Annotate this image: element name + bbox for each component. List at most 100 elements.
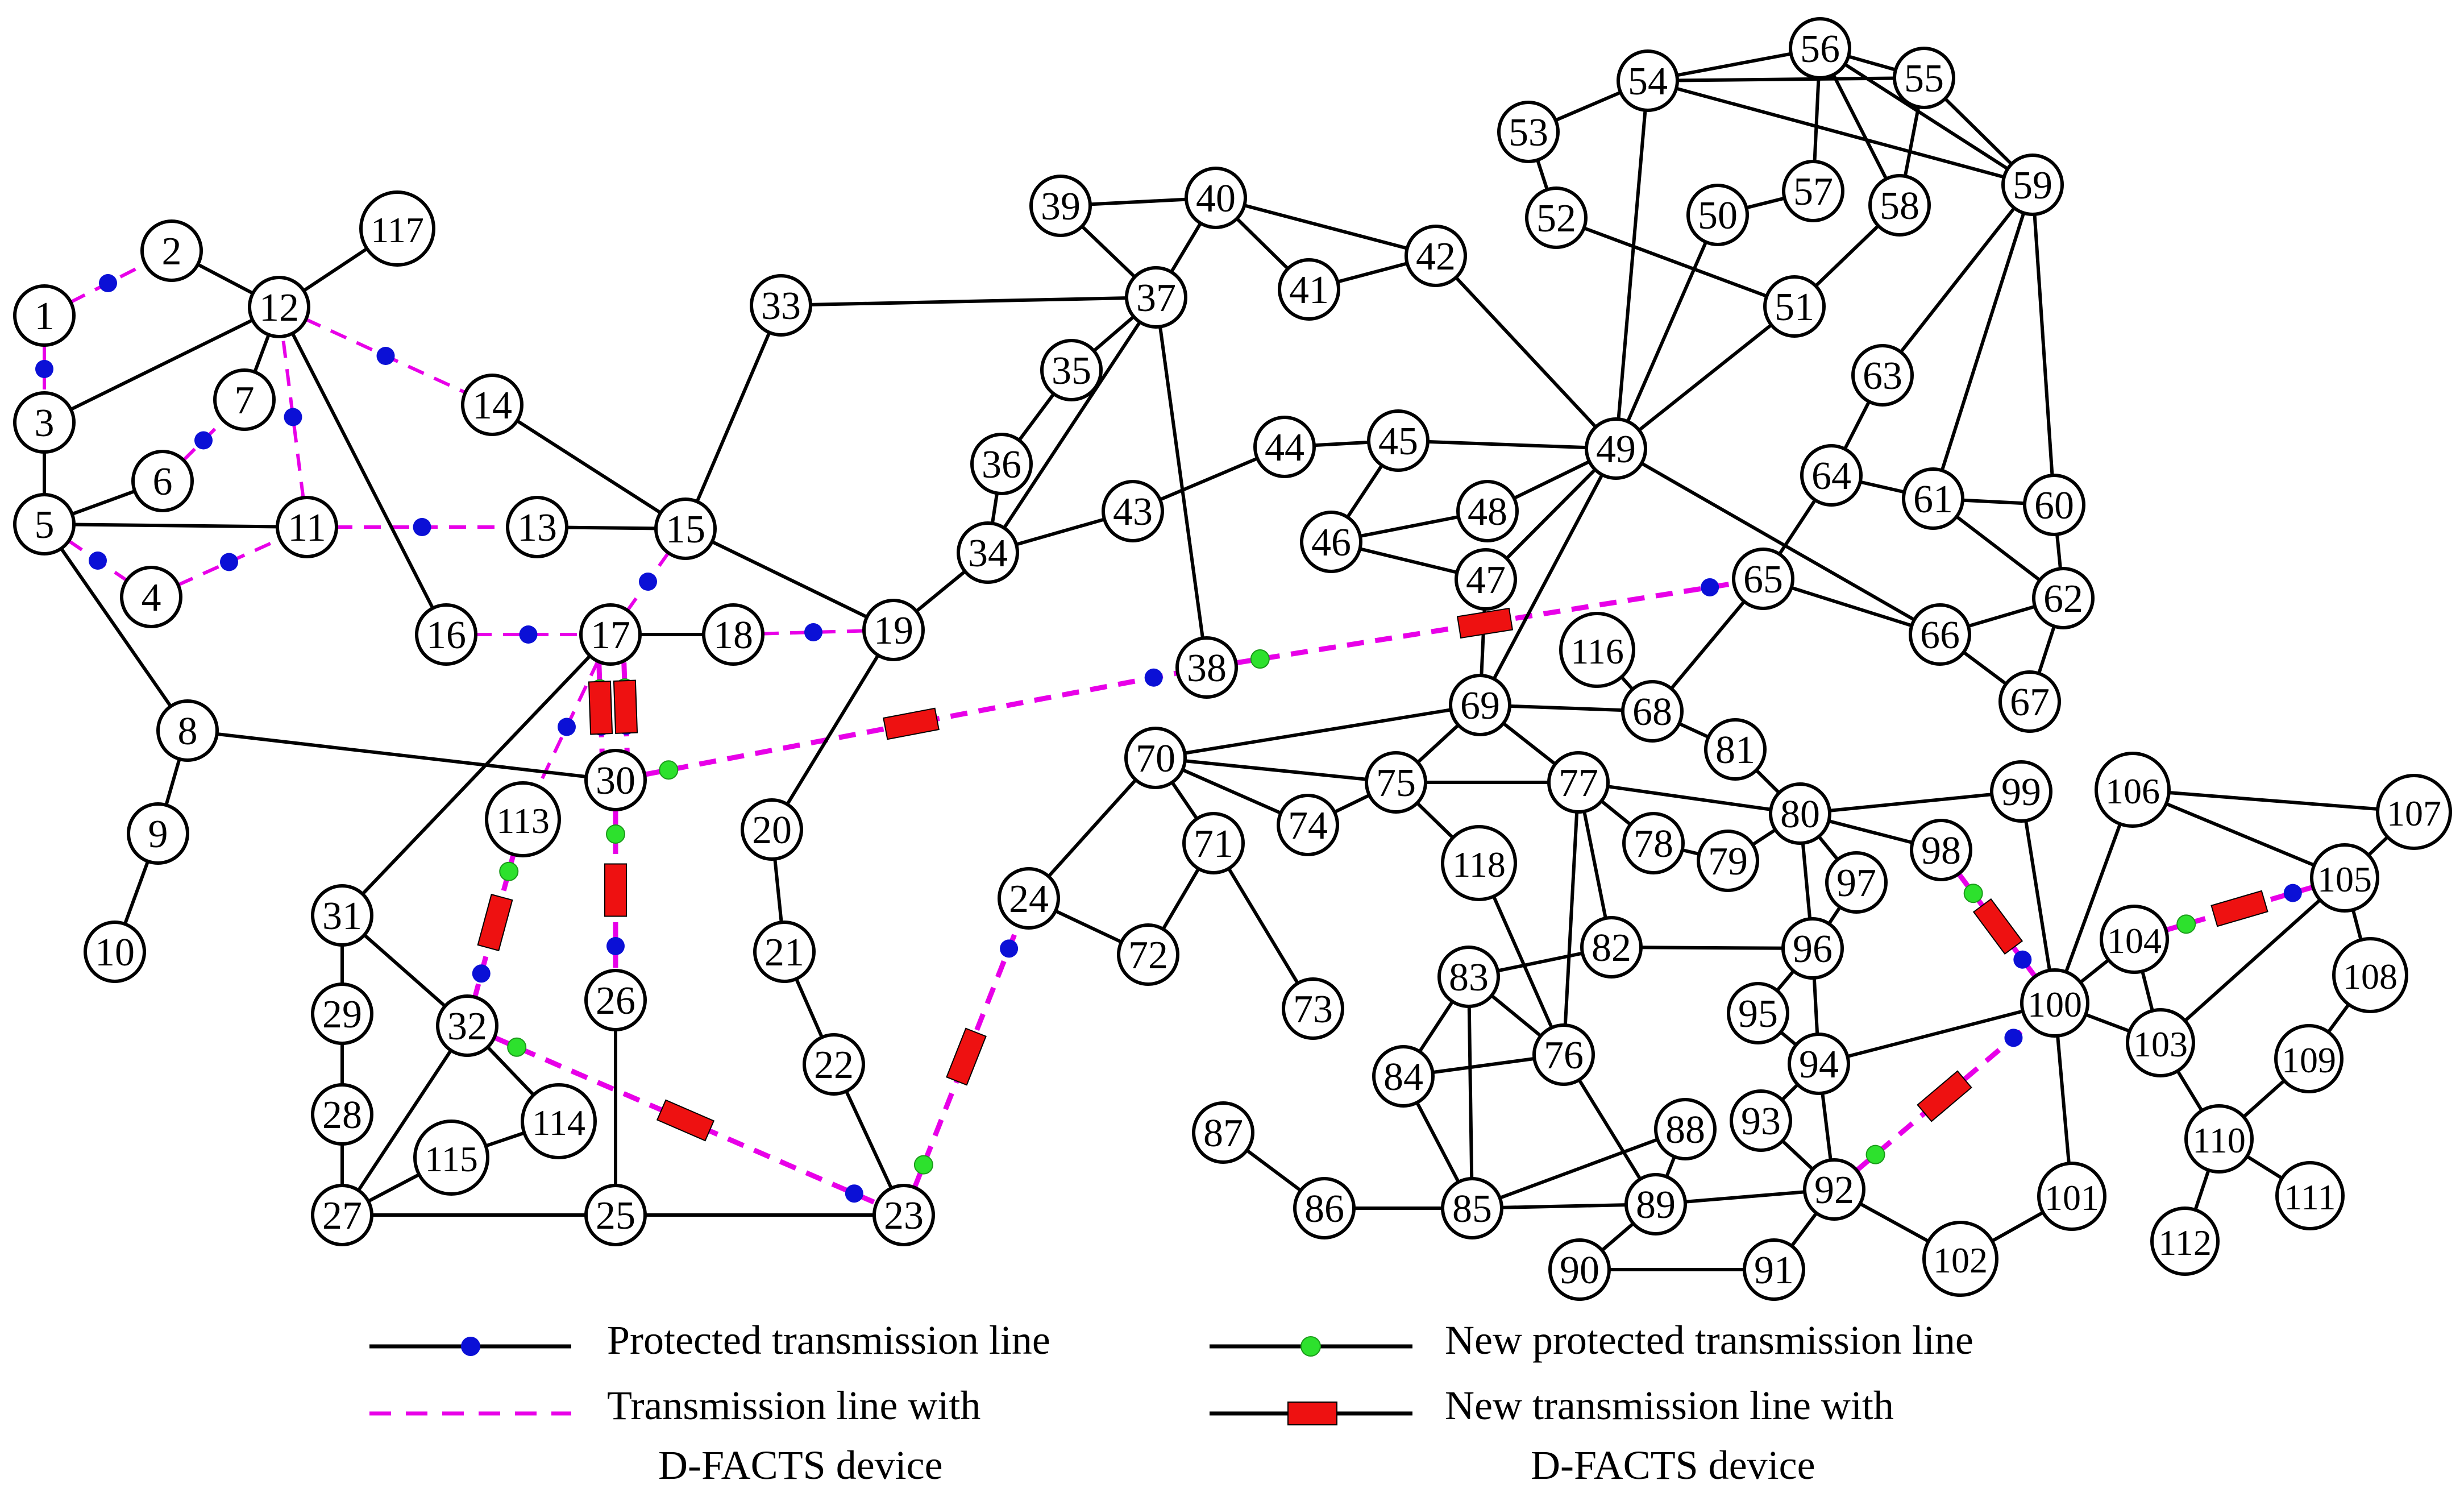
bus-93: 93 — [1730, 1089, 1792, 1152]
bus-label: 106 — [2105, 771, 2160, 811]
bus-label: 26 — [596, 979, 635, 1023]
bus-label: 111 — [2284, 1177, 2336, 1217]
protected-marker-icon — [606, 937, 625, 955]
line-11-12 — [277, 306, 309, 528]
dfacts-device-icon — [883, 707, 940, 740]
line-85-88 — [1471, 1127, 1686, 1210]
bus-label: 34 — [968, 532, 1008, 575]
bus-label: 12 — [259, 286, 299, 330]
bus-77: 77 — [1547, 751, 1610, 814]
bus-29: 29 — [311, 982, 373, 1045]
bus-37: 37 — [1125, 266, 1187, 329]
bus-label: 90 — [1560, 1249, 1599, 1292]
dfacts-device-icon — [604, 863, 627, 917]
bus-45: 45 — [1367, 409, 1430, 472]
legend-new-protected-line: New protected transmission line — [1210, 1317, 1973, 1363]
bus-108: 108 — [2332, 937, 2408, 1013]
bus-label: 80 — [1780, 793, 1820, 836]
bus-label: 8 — [178, 710, 198, 753]
new-protected-marker-icon — [2176, 914, 2196, 934]
dfacts-device-icon — [946, 1027, 987, 1086]
line-37-38 — [1154, 297, 1208, 668]
bus-label: 16 — [426, 613, 466, 657]
bus-31: 31 — [311, 884, 373, 947]
bus-102: 102 — [1922, 1221, 1998, 1297]
bus-label: 20 — [752, 809, 792, 852]
bus-33: 33 — [750, 274, 812, 337]
dfacts-device-icon — [1456, 607, 1514, 639]
bus-22: 22 — [803, 1033, 865, 1096]
new-protected-marker-icon — [913, 1155, 933, 1175]
bus-label: 54 — [1628, 60, 1668, 103]
line-49-54 — [1614, 80, 1649, 449]
bus-label: 9 — [148, 812, 168, 856]
bus-115: 115 — [413, 1120, 489, 1196]
bus-110: 110 — [2184, 1104, 2254, 1174]
bus-label: 115 — [425, 1139, 478, 1179]
bus-label: 32 — [447, 1005, 487, 1048]
bus-label: 112 — [2158, 1222, 2212, 1263]
bus-84: 84 — [1372, 1045, 1435, 1108]
bus-69: 69 — [1449, 674, 1511, 736]
bus-94: 94 — [1788, 1033, 1850, 1095]
bus-20: 20 — [741, 798, 803, 861]
bus-label: 78 — [1634, 822, 1673, 866]
bus-label: 19 — [874, 609, 913, 653]
protected-marker-icon — [220, 553, 238, 571]
bus-85: 85 — [1441, 1177, 1503, 1239]
line-49-66 — [1615, 447, 1941, 636]
bus-52: 52 — [1525, 186, 1588, 249]
bus-label: 92 — [1814, 1168, 1854, 1212]
bus-label: 44 — [1265, 426, 1304, 470]
bus-16: 16 — [415, 603, 477, 666]
bus-105: 105 — [2310, 843, 2379, 913]
bus-label: 13 — [517, 506, 557, 550]
bus-19: 19 — [862, 599, 925, 661]
line-5-8 — [43, 523, 189, 732]
dfacts-device-icon — [656, 1099, 715, 1142]
bus-100: 100 — [2020, 968, 2089, 1038]
bus-label: 72 — [1128, 934, 1168, 977]
line-76-77 — [1562, 782, 1580, 1055]
bus-65: 65 — [1732, 548, 1794, 610]
bus-50: 50 — [1686, 184, 1749, 246]
bus-label: 51 — [1775, 285, 1814, 329]
bus-53: 53 — [1497, 101, 1560, 163]
bus-label: 4 — [142, 576, 161, 620]
line-70-75 — [1155, 756, 1397, 784]
bus-4: 4 — [120, 566, 182, 628]
bus-49: 49 — [1585, 417, 1647, 480]
bus-label: 1 — [35, 295, 55, 338]
protected-marker-icon — [2013, 950, 2032, 969]
bus-label: 50 — [1698, 194, 1738, 238]
line-34-37 — [986, 296, 1158, 554]
line-56-59 — [1819, 47, 2034, 186]
bus-66: 66 — [1909, 603, 1971, 666]
bus-label: 17 — [591, 613, 630, 657]
bus-106: 106 — [2095, 752, 2171, 828]
bus-15: 15 — [654, 497, 717, 560]
protected-marker-icon — [2004, 1029, 2023, 1047]
bus-label: 82 — [1592, 926, 1631, 970]
bus-label: 61 — [1913, 478, 1953, 521]
bus-label: 108 — [2343, 956, 2397, 997]
bus-label: 52 — [1536, 197, 1576, 241]
bus-label: 57 — [1793, 170, 1833, 214]
bus-label: 47 — [1466, 558, 1506, 602]
new-protected-marker-icon — [499, 861, 519, 881]
bus-91: 91 — [1743, 1238, 1805, 1301]
bus-label: 88 — [1665, 1108, 1705, 1152]
bus-26: 26 — [584, 969, 647, 1031]
bus-40: 40 — [1185, 167, 1247, 229]
bus-label: 101 — [2045, 1178, 2099, 1218]
bus-27: 27 — [311, 1184, 373, 1246]
bus-label: 116 — [1570, 631, 1624, 671]
bus-82: 82 — [1580, 916, 1643, 979]
protected-marker-icon — [1144, 668, 1163, 687]
line-40-42 — [1215, 196, 1436, 258]
bus-87: 87 — [1192, 1101, 1254, 1164]
bus-90: 90 — [1548, 1238, 1611, 1301]
bus-32: 32 — [436, 994, 498, 1057]
